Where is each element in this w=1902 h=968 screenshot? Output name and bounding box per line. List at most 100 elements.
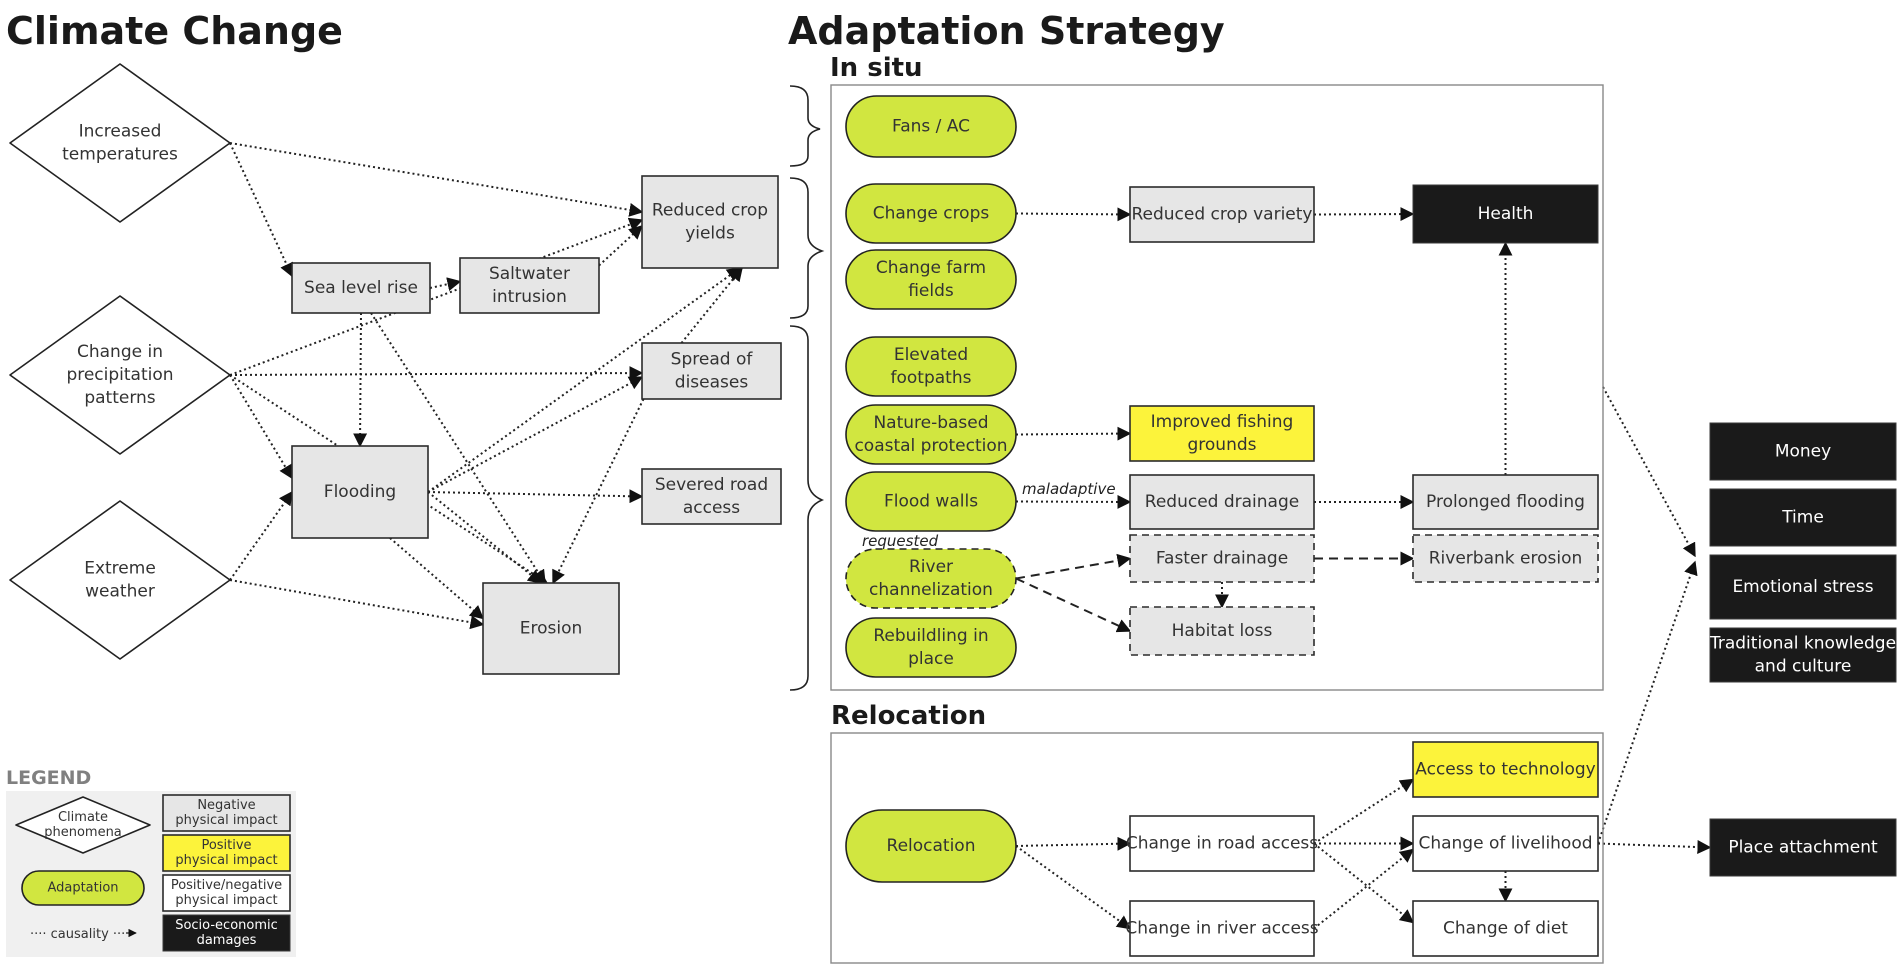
node-label: Riverbank erosion (1429, 549, 1583, 569)
maladaptive-label: maladaptive (1022, 480, 1116, 498)
node-label: channelization (869, 580, 993, 600)
node-label: Positive/negative (171, 878, 282, 893)
node-label: Traditional knowledge (1709, 634, 1896, 654)
pill-shape (845, 336, 1017, 397)
edges (229, 142, 1712, 930)
node-label: Change of livelihood (1418, 834, 1592, 854)
node-label: Change crops (873, 204, 990, 224)
node-label: Health (1478, 204, 1534, 224)
relocation-title: Relocation (831, 701, 986, 731)
box-shape (1709, 488, 1897, 547)
node-walls: Flood walls (845, 471, 1017, 532)
box-shape (1412, 741, 1599, 798)
node-drainage: Reduced drainage (1129, 474, 1315, 530)
brace-flooding (789, 325, 825, 691)
pill-shape (845, 471, 1017, 532)
node-label: Access to technology (1415, 760, 1595, 780)
node-diet: Change of diet (1412, 900, 1599, 957)
causality-arrow (229, 366, 644, 381)
causality-arrow (1015, 426, 1132, 441)
pill-shape (845, 617, 1017, 678)
box-shape (1129, 405, 1315, 462)
box-shape (1412, 534, 1599, 583)
causality-arrow (427, 489, 644, 504)
node-tech: Access to technology (1412, 741, 1599, 798)
causality-arrow (1015, 553, 1132, 580)
node-label: temperatures (62, 145, 178, 165)
node-label: Change in road access (1126, 834, 1318, 854)
node-label: phenomena (44, 825, 122, 840)
node-label: Faster drainage (1156, 549, 1288, 569)
legend-causality-label: ···· causality ··· (30, 927, 125, 942)
pill-shape (845, 404, 1017, 465)
climate-change-title: Climate Change (6, 9, 343, 53)
box-shape (1129, 534, 1315, 583)
node-label: Negative (197, 798, 255, 813)
node-label: footpaths (891, 368, 972, 388)
causality-arrow (370, 312, 546, 585)
box-shape (162, 834, 291, 872)
diamond-shape (9, 63, 231, 223)
node-riverbank: Riverbank erosion (1412, 534, 1599, 583)
causality-arrow (229, 579, 485, 630)
box-shape (291, 445, 429, 539)
box-shape (1709, 554, 1897, 620)
causality-arrow (229, 374, 293, 480)
causality-arrow (1015, 577, 1132, 633)
causality-arrow (1313, 207, 1415, 222)
node-label: Relocation (887, 836, 976, 856)
node-label: place (908, 649, 954, 669)
node-erosion: Erosion (482, 582, 620, 675)
box-shape (1412, 474, 1599, 530)
node-time: Time (1709, 488, 1897, 547)
node-label: Spread of (671, 350, 754, 370)
node-label: Emotional stress (1732, 577, 1873, 597)
pill-shape (845, 249, 1017, 310)
box-shape (459, 257, 600, 314)
node-label: Adaptation (47, 881, 118, 896)
causality-arrow (1313, 842, 1415, 924)
box-shape (1129, 900, 1315, 957)
box-shape (1709, 422, 1897, 481)
node-label: physical impact (175, 893, 277, 908)
node-label: access (683, 498, 740, 518)
node-label: patterns (84, 388, 155, 408)
node-label: Reduced crop (652, 201, 768, 221)
node-label: physical impact (175, 813, 277, 828)
box-shape (1129, 186, 1315, 243)
causality-arrow (598, 225, 644, 267)
node-river-acc: Change in river access (1125, 900, 1319, 957)
node-label: Sea level rise (304, 278, 418, 298)
causality-arrow (229, 142, 644, 217)
node-label: Reduced crop variety (1131, 205, 1312, 225)
node-label: Flooding (324, 482, 396, 502)
node-label: Socio-economic (175, 918, 278, 933)
brace-temperature (789, 85, 821, 167)
causality-arrow (427, 491, 543, 584)
node-flooding: Flooding (291, 445, 429, 539)
node-label: grounds (1187, 435, 1256, 455)
node-fans: Fans / AC (845, 95, 1017, 158)
causality-arrow (353, 312, 368, 448)
pill-shape (845, 183, 1017, 244)
node-faster: Faster drainage (1129, 534, 1315, 583)
causality-arrow (1015, 207, 1132, 222)
node-label: Severed road (655, 475, 768, 495)
box-shape (1412, 184, 1599, 244)
box-shape (1129, 815, 1315, 872)
box-shape (1129, 606, 1315, 656)
node-stress: Emotional stress (1709, 554, 1897, 620)
diamond-shape (15, 796, 151, 854)
node-label: precipitation (66, 365, 173, 385)
diamond-shape (9, 500, 231, 660)
legend: LEGEND ClimatephenomenaAdaptationNegativ… (6, 767, 296, 957)
